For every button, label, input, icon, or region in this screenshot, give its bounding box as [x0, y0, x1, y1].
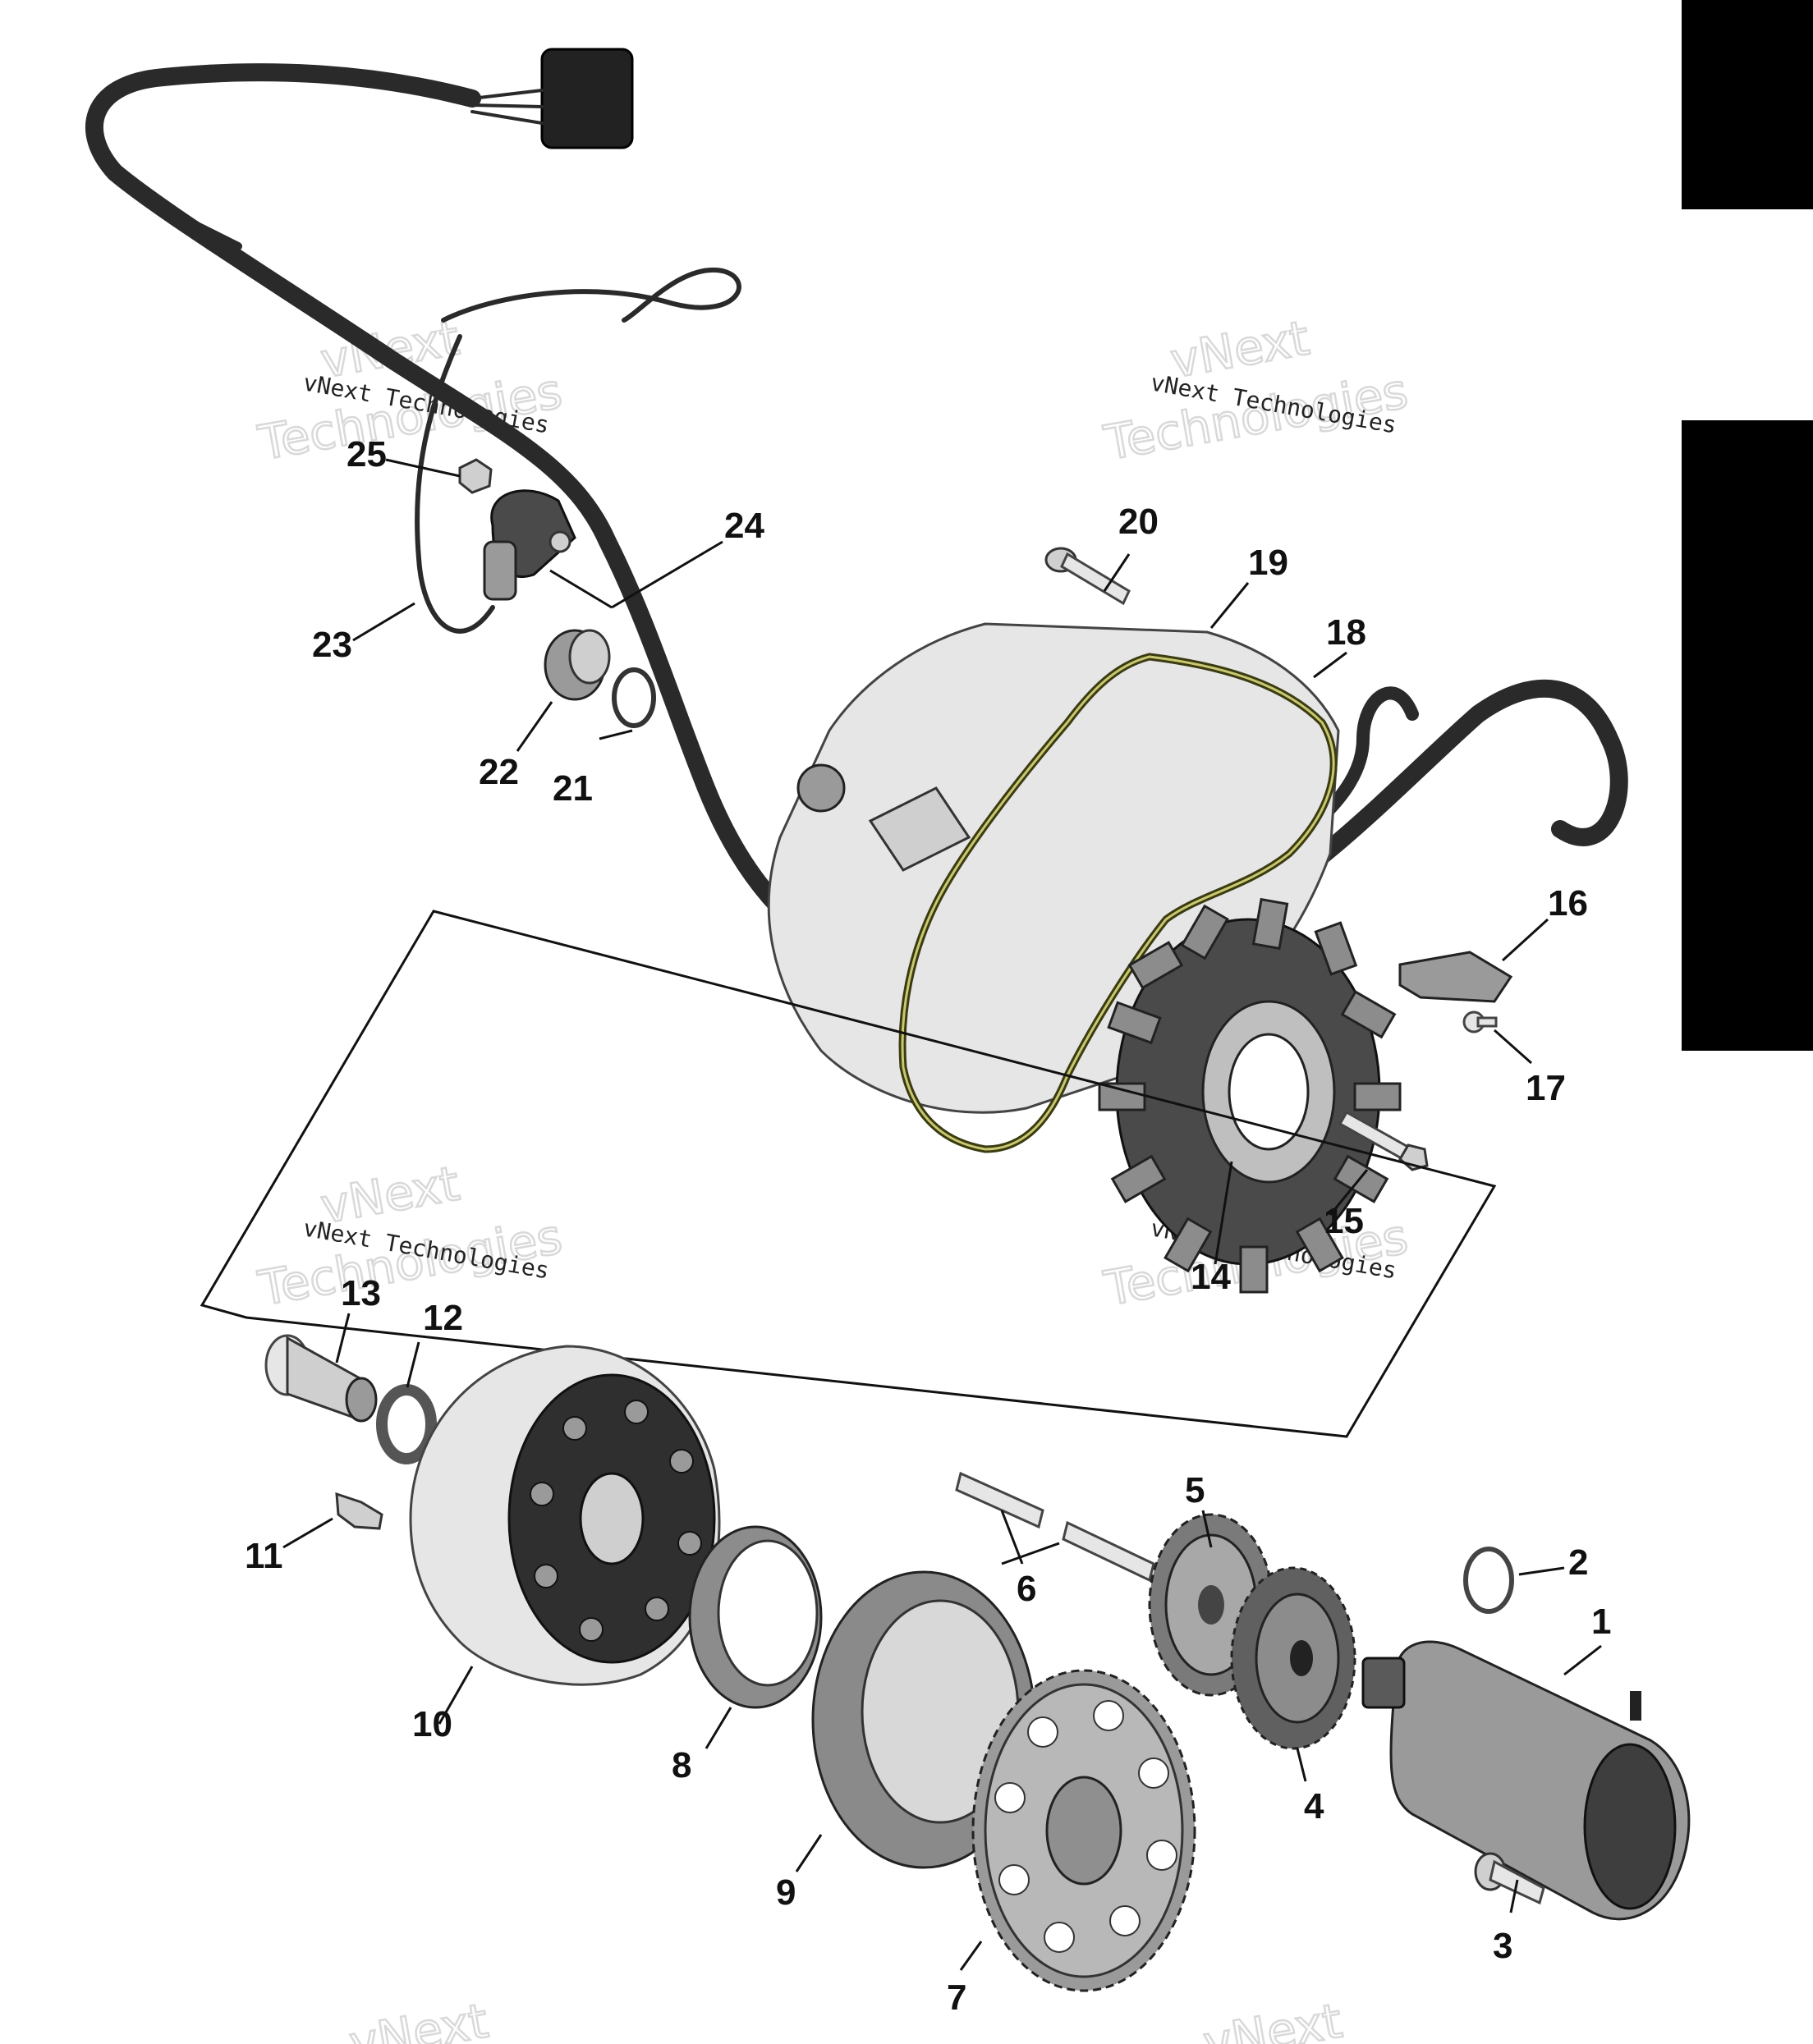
- cable-clamp: [1398, 951, 1513, 1003]
- callout-19: 19: [1248, 543, 1288, 583]
- svg-text:vNext: vNext: [1200, 1992, 1347, 2044]
- flywheel-bolt: [264, 1334, 378, 1423]
- callout-10: 10: [412, 1704, 452, 1744]
- callout-leaders: [282, 458, 1602, 1971]
- idle-gear-shafts: [955, 1471, 1155, 1583]
- sprag-clutch: [688, 1525, 823, 1709]
- callout-9: 9: [776, 1872, 796, 1913]
- callout-16: 16: [1548, 883, 1588, 923]
- watermark-mid-left: vNext Technologies vNext Technologies: [253, 1154, 567, 1318]
- bushing: [544, 629, 611, 701]
- page-index-tab-middle: [1682, 420, 1813, 1051]
- callout-18: 18: [1326, 612, 1366, 653]
- callout-labels: 1 2 3 4 5 6 7 8 9 10 11 12 13 14 15 16 1…: [245, 434, 1611, 2018]
- callout-1: 1: [1591, 1602, 1611, 1642]
- callout-7: 7: [947, 1978, 966, 2018]
- callout-14: 14: [1191, 1257, 1231, 1297]
- callout-2: 2: [1568, 1542, 1588, 1583]
- callout-11: 11: [245, 1536, 283, 1576]
- flywheel-rotor: [409, 1345, 721, 1686]
- svg-text:vNext: vNext: [346, 1992, 493, 2044]
- flywheel-screw: [335, 1492, 383, 1530]
- callout-22: 22: [479, 752, 519, 792]
- callout-21: 21: [553, 768, 593, 809]
- callout-13: 13: [341, 1273, 381, 1313]
- callout-6: 6: [1017, 1569, 1036, 1609]
- cover-bolt: [1044, 547, 1131, 606]
- starter-motor: [1361, 1640, 1691, 1921]
- watermark-bottom: vNext vNext: [344, 1991, 1347, 2044]
- wiring-harness: [85, 48, 1628, 998]
- o-ring-21: [612, 667, 656, 728]
- flywheel-washer: [376, 1384, 437, 1464]
- callout-8: 8: [672, 1745, 691, 1785]
- callout-5: 5: [1185, 1470, 1205, 1510]
- callout-20: 20: [1118, 502, 1159, 542]
- intermediate-gear: [1230, 1566, 1356, 1750]
- stator-bolt: [1338, 1110, 1429, 1171]
- stator-group-outline: [200, 910, 1497, 1438]
- callout-4: 4: [1304, 1786, 1324, 1826]
- callout-23: 23: [312, 625, 352, 665]
- callout-12: 12: [423, 1298, 463, 1338]
- crankshaft-position-sensor: [483, 489, 576, 601]
- starter-ring-gear: [971, 1669, 1196, 1992]
- clamp-screw: [1462, 1011, 1498, 1033]
- magneto-cover-gasket: [898, 653, 1338, 1153]
- callout-24: 24: [724, 506, 764, 546]
- callout-25: 25: [347, 434, 387, 474]
- watermark-top-right: vNext Technologies vNext Technologies: [1099, 309, 1412, 472]
- harness-connector: [540, 48, 634, 149]
- starter-o-ring: [1463, 1547, 1514, 1614]
- page-index-tab-top: [1682, 0, 1813, 209]
- callout-17: 17: [1526, 1068, 1566, 1108]
- sensor-bolt: [458, 458, 493, 494]
- callout-15: 15: [1324, 1201, 1364, 1241]
- callout-3: 3: [1493, 1926, 1512, 1966]
